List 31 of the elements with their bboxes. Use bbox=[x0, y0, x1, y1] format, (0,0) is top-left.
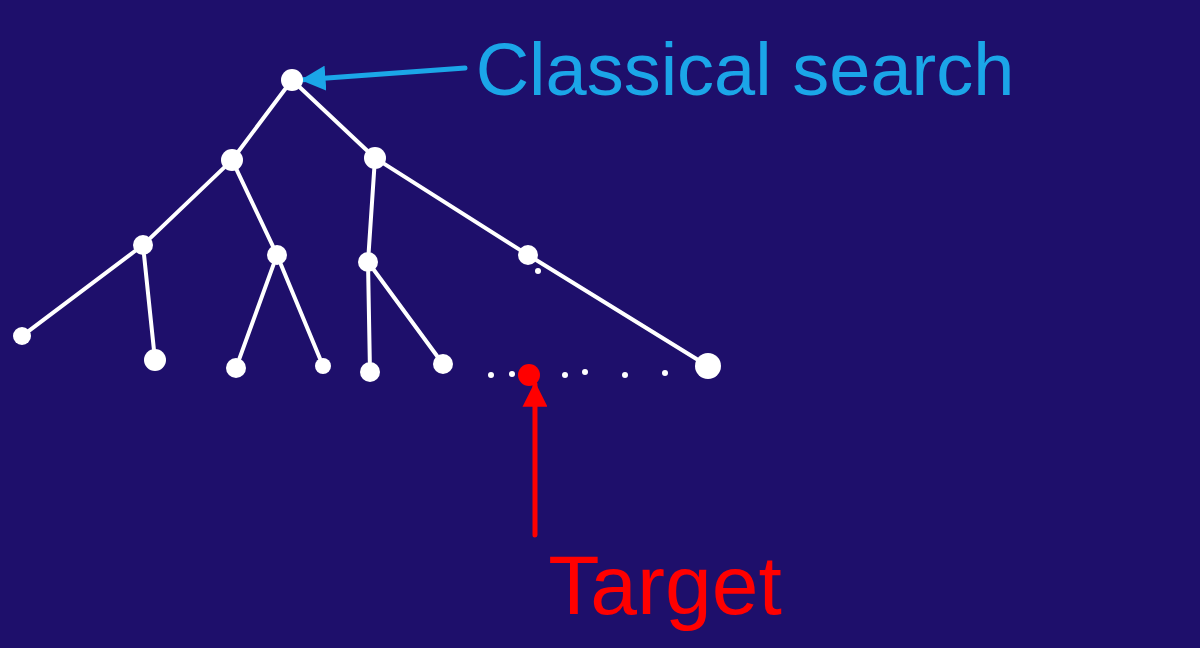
callout-text: Target bbox=[510, 535, 820, 635]
tree-branch bbox=[366, 270, 372, 364]
tree-branch bbox=[298, 85, 369, 153]
tree-node bbox=[133, 235, 153, 255]
tree-branch bbox=[366, 167, 377, 254]
tree-node bbox=[13, 327, 31, 345]
tree-node bbox=[695, 353, 721, 379]
tree-node bbox=[267, 245, 287, 265]
tree-branch bbox=[237, 262, 276, 361]
tree-node bbox=[281, 69, 303, 91]
tree-branch bbox=[236, 86, 288, 154]
tree-node bbox=[144, 349, 166, 371]
tree-node bbox=[226, 358, 246, 378]
tree-branch bbox=[142, 252, 156, 352]
tree-branch bbox=[371, 268, 440, 358]
tree-node bbox=[358, 252, 378, 272]
tree-node bbox=[433, 354, 453, 374]
tree-branch bbox=[278, 262, 322, 361]
tree-branch bbox=[234, 167, 275, 248]
tree-branch bbox=[382, 161, 522, 252]
arrow bbox=[522, 381, 548, 538]
tree-node bbox=[360, 362, 380, 382]
tree-node bbox=[315, 358, 331, 374]
tree-node bbox=[518, 245, 538, 265]
tree-branch bbox=[27, 249, 137, 333]
tree-node bbox=[221, 149, 243, 171]
tree-branch bbox=[534, 258, 699, 362]
target-node bbox=[518, 364, 540, 386]
callout-text: Classical search bbox=[465, 30, 1025, 110]
tree-node bbox=[364, 147, 386, 169]
tree-branch bbox=[148, 165, 227, 241]
